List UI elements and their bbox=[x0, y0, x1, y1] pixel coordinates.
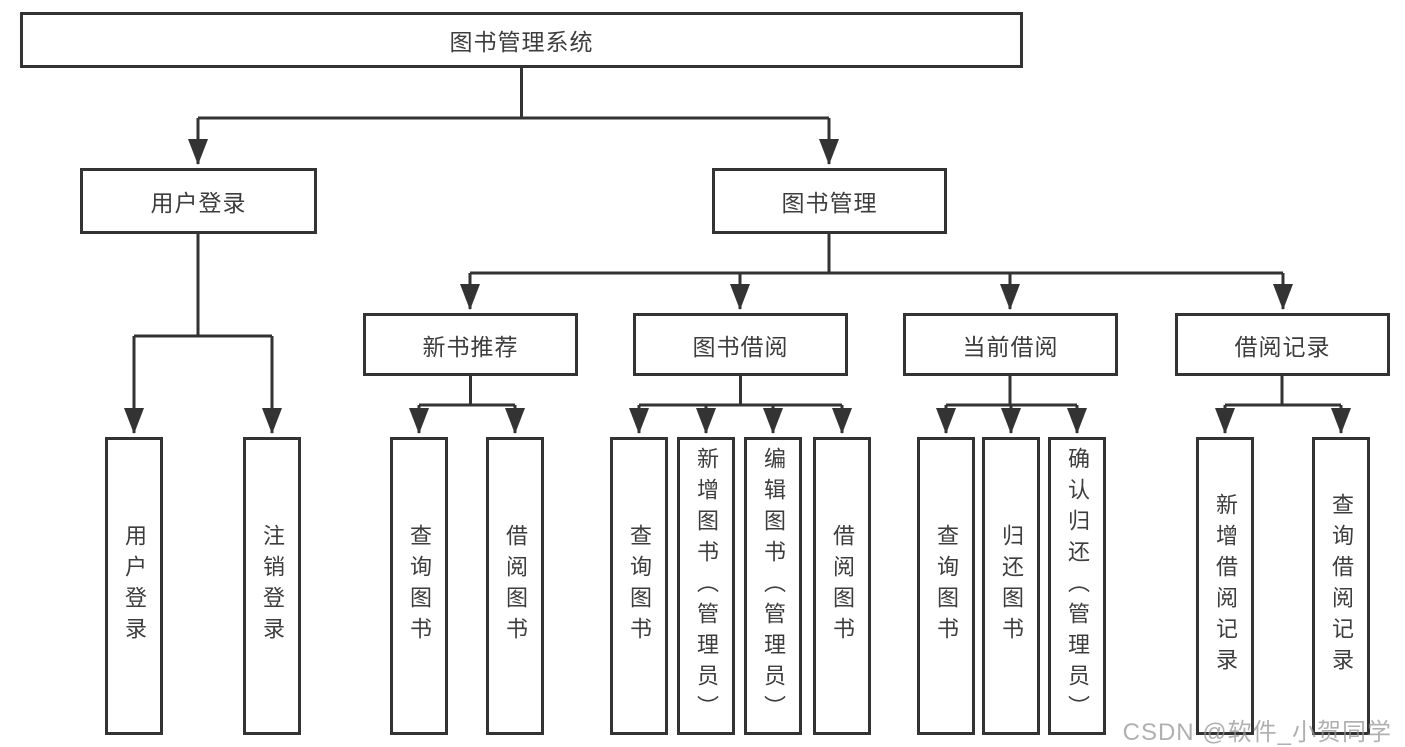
leaf-edit-books-admin: 编辑图书（管理员） bbox=[744, 437, 802, 735]
leaf-query-books-1-label: 查询图书 bbox=[407, 524, 432, 648]
leaf-borrow-books-2: 借阅图书 bbox=[813, 437, 871, 735]
leaf-borrow-books-1-label: 借阅图书 bbox=[503, 524, 528, 648]
leaf-return-books-label: 归还图书 bbox=[999, 524, 1024, 648]
leaf-query-books-3: 查询图书 bbox=[917, 437, 975, 735]
leaf-query-books-1: 查询图书 bbox=[390, 437, 448, 735]
leaf-query-borrow-record-label: 查询借阅记录 bbox=[1329, 493, 1354, 679]
leaf-query-books-3-label: 查询图书 bbox=[934, 524, 959, 648]
node-book-borrowing: 图书借阅 bbox=[633, 313, 848, 376]
leaf-add-books-admin: 新增图书（管理员） bbox=[677, 437, 735, 735]
leaf-borrow-books-1: 借阅图书 bbox=[486, 437, 544, 735]
node-borrowing-records: 借阅记录 bbox=[1175, 313, 1390, 376]
leaf-add-books-admin-label: 新增图书（管理员） bbox=[694, 446, 719, 726]
leaf-query-borrow-record: 查询借阅记录 bbox=[1312, 437, 1370, 735]
leaf-logout-label: 注销登录 bbox=[260, 524, 285, 648]
leaf-user-login-label: 用户登录 bbox=[122, 524, 147, 648]
leaf-logout: 注销登录 bbox=[243, 437, 301, 735]
leaf-user-login: 用户登录 bbox=[105, 437, 163, 735]
leaf-query-books-2: 查询图书 bbox=[610, 437, 668, 735]
csdn-watermark: CSDN @软件_小贺同学 bbox=[1122, 719, 1392, 746]
leaf-add-borrow-record-label: 新增借阅记录 bbox=[1213, 493, 1238, 679]
node-current-borrowing: 当前借阅 bbox=[903, 313, 1118, 376]
leaf-confirm-return-admin: 确认归还（管理员） bbox=[1048, 437, 1106, 735]
leaf-return-books: 归还图书 bbox=[982, 437, 1040, 735]
leaf-query-books-2-label: 查询图书 bbox=[627, 524, 652, 648]
leaf-borrow-books-2-label: 借阅图书 bbox=[830, 524, 855, 648]
node-new-book-recommendation: 新书推荐 bbox=[363, 313, 578, 376]
leaf-add-borrow-record: 新增借阅记录 bbox=[1196, 437, 1254, 735]
node-library-management-system: 图书管理系统 bbox=[20, 12, 1023, 68]
leaf-edit-books-admin-label: 编辑图书（管理员） bbox=[761, 446, 786, 726]
leaf-confirm-return-admin-label: 确认归还（管理员） bbox=[1065, 446, 1090, 726]
node-book-management: 图书管理 bbox=[712, 168, 947, 234]
node-user-login: 用户登录 bbox=[80, 168, 317, 234]
